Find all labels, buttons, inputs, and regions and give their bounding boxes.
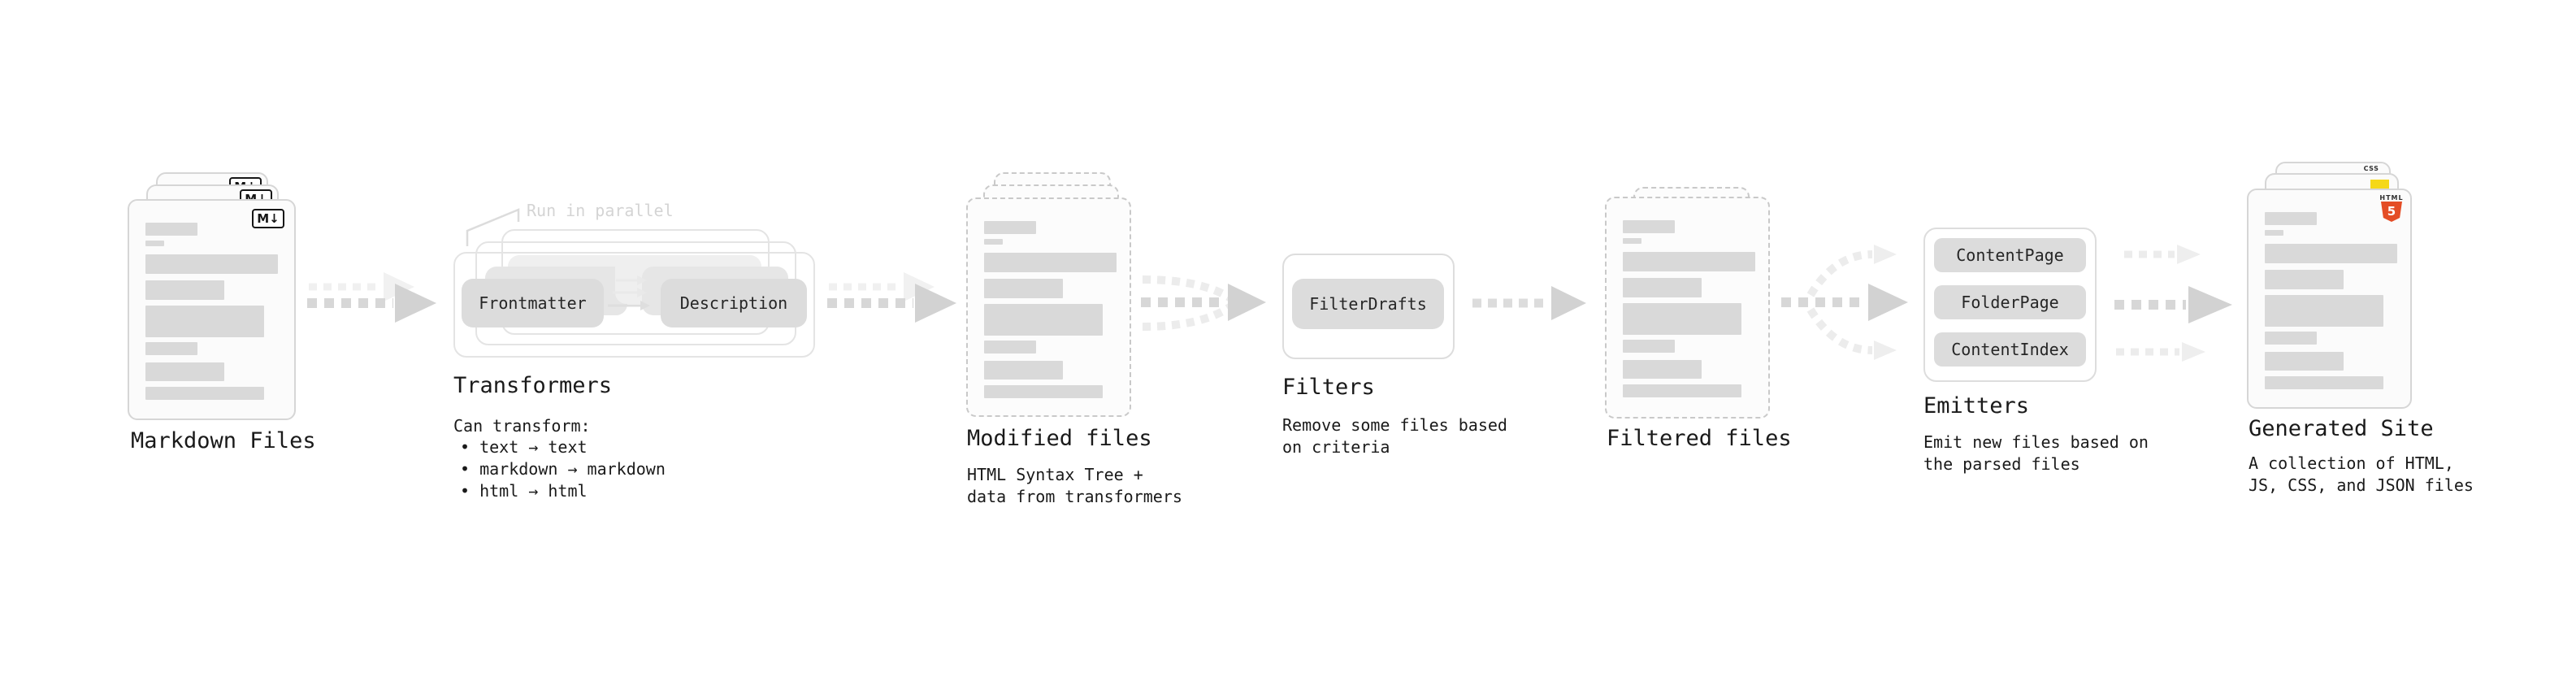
emitter-pill-folderpage: FolderPage bbox=[1934, 285, 2086, 319]
text-line-bar bbox=[1623, 384, 1741, 397]
list-item: • markdown → markdown bbox=[460, 459, 666, 479]
stage-label: Modified files bbox=[967, 426, 1152, 451]
html5-badge: HTML 5 bbox=[2379, 194, 2404, 222]
caption-line: on criteria bbox=[1282, 437, 1390, 457]
flow-arrow-icon bbox=[827, 272, 956, 323]
stage-title: Emitters bbox=[1923, 393, 2030, 419]
stage-label: Filtered files bbox=[1607, 426, 1792, 451]
css-badge-label: CSS bbox=[2363, 165, 2379, 172]
text-line-bar bbox=[145, 241, 164, 246]
text-line-bar bbox=[2265, 376, 2383, 389]
text-line-bar bbox=[2265, 212, 2317, 225]
text-line-bar bbox=[145, 387, 264, 400]
transformer-pill-description: Description bbox=[661, 279, 807, 327]
emitter-pill-contentpage: ContentPage bbox=[1934, 238, 2086, 272]
text-line-bar bbox=[2265, 244, 2397, 263]
converge-arrow-icon bbox=[1141, 275, 1266, 331]
text-line-bar bbox=[984, 279, 1063, 298]
text-line-bar bbox=[984, 340, 1036, 354]
text-line-bar bbox=[145, 223, 197, 236]
caption-line: JS, CSS, and JSON files bbox=[2249, 475, 2474, 495]
text-line-bar bbox=[1623, 278, 1702, 297]
stage-title: Filters bbox=[1282, 375, 1375, 400]
stage-caption: HTML Syntax Tree + data from transformer… bbox=[967, 464, 1182, 508]
stage-caption: A collection of HTML, JS, CSS, and JSON … bbox=[2249, 453, 2474, 497]
text-line-bar bbox=[1623, 303, 1741, 335]
html5-badge-label: HTML bbox=[2379, 194, 2404, 202]
text-line-bar bbox=[2265, 230, 2283, 236]
file-card-front: M↓ bbox=[128, 199, 296, 420]
stage-caption: Can transform: bbox=[453, 416, 591, 436]
text-line-bar bbox=[2265, 352, 2344, 371]
stage-label: Generated Site bbox=[2249, 416, 2434, 441]
text-line-bar bbox=[145, 280, 224, 300]
file-content-bars bbox=[984, 221, 1117, 398]
text-line-bar bbox=[1623, 238, 1641, 244]
js-badge bbox=[2370, 180, 2389, 189]
text-line-bar bbox=[984, 304, 1103, 336]
text-line-bar bbox=[1623, 360, 1702, 379]
text-line-bar bbox=[984, 361, 1063, 380]
text-line-bar bbox=[2265, 332, 2317, 345]
transform-list: • text → text • markdown → markdown • ht… bbox=[460, 436, 666, 502]
file-card-front: HTML 5 bbox=[2247, 189, 2412, 409]
parallel-note: Run in parallel bbox=[527, 201, 674, 220]
caption-line: the parsed files bbox=[1923, 454, 2080, 474]
stage-title: Transformers bbox=[453, 373, 613, 398]
text-line-bar bbox=[984, 385, 1103, 398]
text-line-bar bbox=[145, 306, 264, 337]
triple-arrow-icon bbox=[2114, 245, 2232, 362]
file-card-front bbox=[1605, 197, 1770, 419]
text-line-bar bbox=[145, 362, 224, 381]
file-content-bars bbox=[2265, 212, 2397, 389]
file-content-bars bbox=[145, 223, 278, 400]
file-card-front bbox=[966, 197, 1131, 417]
stage-caption: Emit new files based on the parsed files bbox=[1923, 432, 2149, 475]
text-line-bar bbox=[145, 254, 278, 274]
text-line-bar bbox=[2265, 295, 2383, 327]
emitter-pill-contentindex: ContentIndex bbox=[1934, 332, 2086, 367]
caption-line: HTML Syntax Tree + bbox=[967, 465, 1143, 484]
transformer-box-front bbox=[453, 252, 815, 358]
caption-line: data from transformers bbox=[967, 487, 1182, 506]
file-content-bars bbox=[1623, 220, 1755, 397]
caption-line: Remove some files based bbox=[1282, 415, 1507, 435]
stage-caption: Remove some files based on criteria bbox=[1282, 414, 1507, 458]
flow-arrow-icon bbox=[307, 272, 436, 323]
text-line-bar bbox=[984, 253, 1117, 272]
filter-pill: FilterDrafts bbox=[1292, 279, 1444, 329]
list-item: • html → html bbox=[460, 481, 588, 501]
mini-flow-arrows-icon bbox=[608, 275, 650, 310]
transformer-pill-frontmatter: Frontmatter bbox=[462, 279, 604, 327]
text-line-bar bbox=[984, 221, 1036, 234]
text-line-bar bbox=[984, 239, 1003, 245]
text-line-bar bbox=[1623, 340, 1675, 353]
diverge-arrow-icon bbox=[1781, 245, 1908, 360]
caption-line: Emit new files based on bbox=[1923, 432, 2149, 452]
text-line-bar bbox=[2265, 270, 2344, 289]
flow-arrow-icon bbox=[1472, 286, 1586, 320]
stage-label: Markdown Files bbox=[131, 428, 316, 453]
text-line-bar bbox=[1623, 252, 1755, 271]
parallel-callout-line bbox=[466, 208, 520, 246]
text-line-bar bbox=[145, 342, 197, 355]
caption-line: A collection of HTML, bbox=[2249, 453, 2454, 473]
list-item: • text → text bbox=[460, 437, 588, 457]
text-line-bar bbox=[1623, 220, 1675, 233]
markdown-icon: M↓ bbox=[252, 209, 284, 228]
